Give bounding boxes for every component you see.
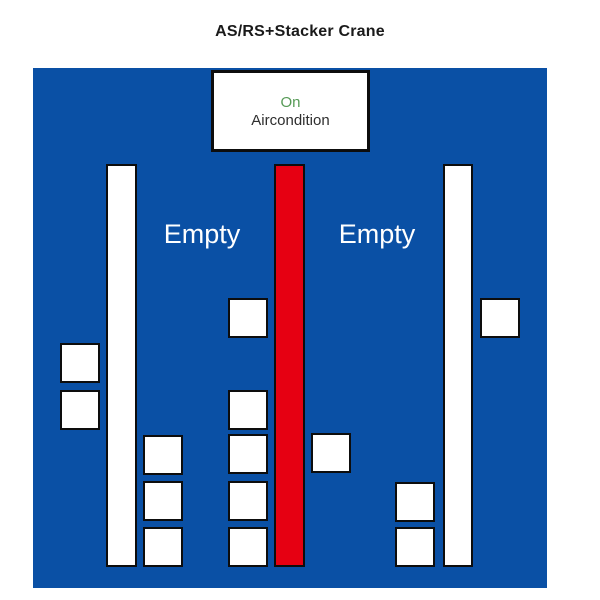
storage-bin-2 [60, 390, 100, 430]
storage-bin-4 [143, 481, 183, 521]
aircondition-label: Aircondition [251, 111, 330, 129]
storage-bin-7 [228, 390, 268, 430]
storage-bin-11 [311, 433, 351, 473]
aircondition-box[interactable]: On Aircondition [211, 70, 370, 152]
stacker-crane-rail [274, 164, 305, 567]
storage-bin-13 [395, 527, 435, 567]
storage-rack-right [443, 164, 473, 567]
storage-rack-left [106, 164, 137, 567]
storage-bin-10 [228, 527, 268, 567]
storage-bin-6 [228, 298, 268, 338]
storage-bin-8 [228, 434, 268, 474]
storage-bin-9 [228, 481, 268, 521]
aircondition-status: On [280, 93, 301, 111]
storage-bin-12 [395, 482, 435, 522]
left-aisle-empty-label: Empty [163, 219, 241, 249]
storage-bin-14 [480, 298, 520, 338]
right-aisle-empty-label: Empty [338, 219, 416, 249]
storage-bin-5 [143, 527, 183, 567]
storage-bin-3 [143, 435, 183, 475]
storage-bin-1 [60, 343, 100, 383]
page-title: AS/RS+Stacker Crane [215, 23, 385, 40]
